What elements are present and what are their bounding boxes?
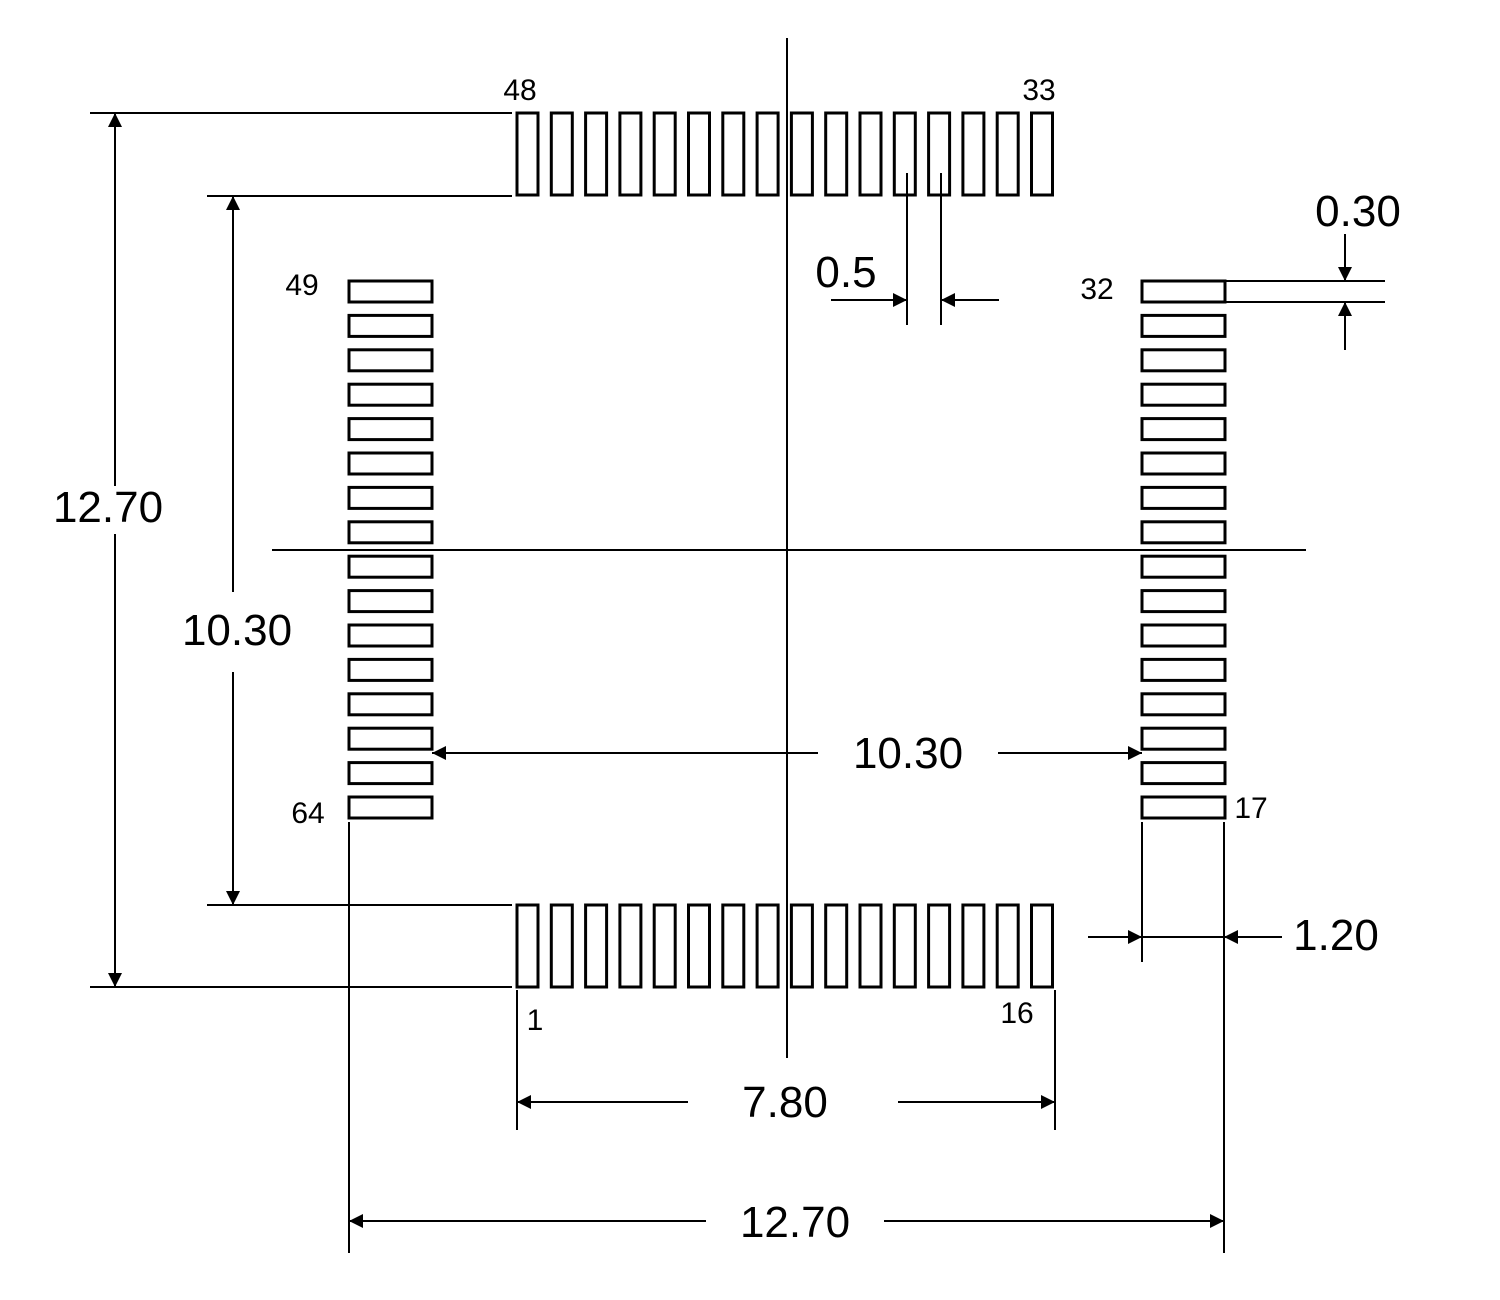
top-pad bbox=[927, 111, 952, 197]
inner-width-label: 10.30 bbox=[853, 729, 963, 778]
pad-width-label: 0.30 bbox=[1315, 187, 1401, 236]
left-pad bbox=[347, 726, 434, 751]
left-pad bbox=[347, 417, 434, 442]
left-pad bbox=[347, 761, 434, 786]
bottom-pad bbox=[824, 903, 849, 989]
top-pad bbox=[995, 111, 1020, 197]
right-pad bbox=[1140, 485, 1227, 510]
outer-width-label: 12.70 bbox=[740, 1198, 850, 1247]
top-pad bbox=[584, 111, 609, 197]
bottom-pad-row bbox=[515, 903, 1054, 989]
inner-height-label: 10.30 bbox=[182, 606, 292, 655]
outer-width-dimension: 12.70 bbox=[349, 1198, 1224, 1247]
pitch-label: 0.5 bbox=[815, 248, 876, 297]
right-pad bbox=[1140, 692, 1227, 717]
left-pad bbox=[347, 279, 434, 304]
right-pad bbox=[1140, 761, 1227, 786]
top-pad-row bbox=[515, 111, 1054, 197]
top-pad bbox=[549, 111, 574, 197]
pin-49-label: 49 bbox=[285, 269, 318, 302]
bottom-pad bbox=[927, 903, 952, 989]
right-pad bbox=[1140, 726, 1227, 751]
right-pad bbox=[1140, 520, 1227, 545]
right-pad bbox=[1140, 279, 1227, 304]
bottom-pad bbox=[1030, 903, 1054, 989]
top-pad bbox=[1030, 111, 1054, 197]
pin-64-label: 64 bbox=[291, 797, 324, 830]
right-pad bbox=[1140, 795, 1227, 820]
left-pad bbox=[347, 657, 434, 682]
pad-width-dimension: 0.30 bbox=[1315, 187, 1401, 350]
top-pad bbox=[789, 111, 814, 197]
right-pad bbox=[1140, 348, 1227, 373]
bottom-pad bbox=[618, 903, 643, 989]
bottom-pad bbox=[995, 903, 1020, 989]
top-pad bbox=[652, 111, 677, 197]
right-pad bbox=[1140, 451, 1227, 476]
right-pad bbox=[1140, 313, 1227, 338]
left-pad bbox=[347, 692, 434, 717]
right-pad bbox=[1140, 554, 1227, 579]
bottom-pad bbox=[789, 903, 814, 989]
top-pad bbox=[618, 111, 643, 197]
left-pad bbox=[347, 348, 434, 373]
pad-length-dimension: 1.20 bbox=[1088, 911, 1379, 960]
outer-height-label: 12.70 bbox=[53, 483, 163, 532]
left-pad bbox=[347, 520, 434, 545]
left-pad bbox=[347, 554, 434, 579]
pad-row-length-dimension: 7.80 bbox=[517, 1078, 1055, 1127]
right-pad bbox=[1140, 657, 1227, 682]
left-pad bbox=[347, 589, 434, 614]
right-pad bbox=[1140, 382, 1227, 407]
outer-height-dimension: 12.70 bbox=[53, 113, 163, 987]
top-pad bbox=[687, 111, 711, 197]
top-pad bbox=[824, 111, 849, 197]
left-pad bbox=[347, 382, 434, 407]
right-pad-column bbox=[1140, 279, 1227, 820]
bottom-pad bbox=[858, 903, 883, 989]
left-pad bbox=[347, 485, 434, 510]
left-pad bbox=[347, 313, 434, 338]
top-pad bbox=[755, 111, 780, 197]
pad-length-label: 1.20 bbox=[1293, 911, 1379, 960]
top-pad bbox=[858, 111, 883, 197]
pin-33-label: 33 bbox=[1022, 74, 1055, 107]
right-pad bbox=[1140, 589, 1227, 614]
left-pad-column bbox=[347, 279, 434, 820]
left-pad bbox=[347, 795, 434, 820]
left-pad bbox=[347, 623, 434, 648]
top-pad bbox=[721, 111, 746, 197]
pin-48-label: 48 bbox=[503, 74, 536, 107]
pin-17-label: 17 bbox=[1234, 792, 1267, 825]
bottom-pad bbox=[961, 903, 986, 989]
top-pad bbox=[515, 111, 540, 197]
bottom-pad bbox=[721, 903, 746, 989]
top-pad bbox=[961, 111, 986, 197]
pin-1-label: 1 bbox=[527, 1004, 544, 1037]
pitch-dimension: 0.5 bbox=[815, 248, 999, 307]
bottom-pad bbox=[549, 903, 574, 989]
bottom-pad bbox=[755, 903, 780, 989]
pad-row-length-label: 7.80 bbox=[742, 1078, 828, 1127]
left-pad bbox=[347, 451, 434, 476]
top-pad bbox=[892, 111, 917, 197]
right-pad bbox=[1140, 623, 1227, 648]
bottom-pad bbox=[584, 903, 609, 989]
pin-32-label: 32 bbox=[1080, 273, 1113, 306]
bottom-pad bbox=[892, 903, 917, 989]
inner-width-dimension: 10.30 bbox=[432, 729, 1142, 778]
inner-height-dimension: 10.30 bbox=[182, 196, 292, 905]
bottom-pad bbox=[687, 903, 711, 989]
right-pad bbox=[1140, 417, 1227, 442]
pin-16-label: 16 bbox=[1000, 997, 1033, 1030]
bottom-pad bbox=[652, 903, 677, 989]
bottom-pad bbox=[515, 903, 540, 989]
